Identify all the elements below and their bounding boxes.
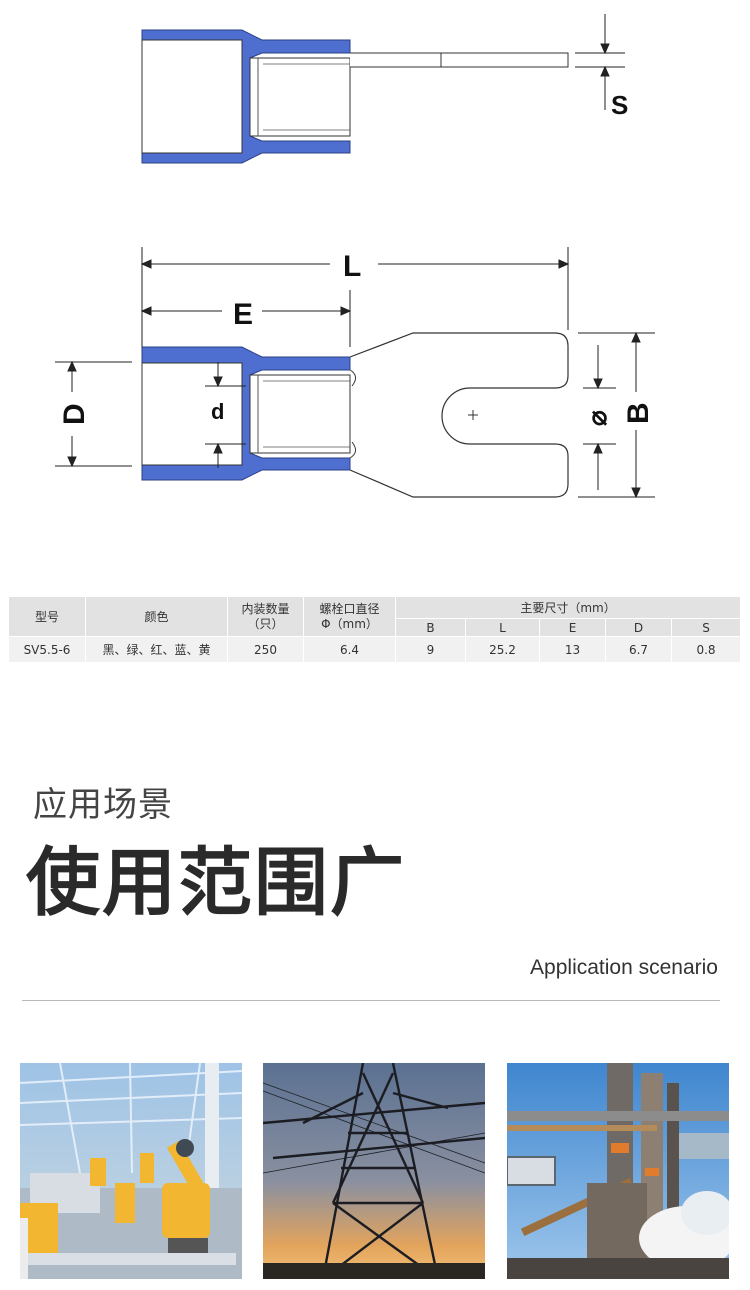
terminal-technical-drawing: S L (55, 14, 655, 499)
header-quantity: 内装数量（只） (227, 596, 304, 637)
cell-dim-s: 0.8 (670, 636, 742, 663)
d-outer-dimension-label: D (58, 403, 91, 425)
header-dim-s: S (670, 618, 742, 637)
cell-bolt-diameter: 6.4 (303, 636, 396, 663)
header-dim-e: E (539, 618, 606, 637)
side-view: S (141, 14, 628, 164)
e-dimension (140, 290, 352, 347)
d-outer-dimension (55, 360, 132, 468)
cell-dim-e: 13 (539, 636, 606, 663)
cell-color: 黑、绿、红、蓝、黄 (85, 636, 228, 663)
section-title: 使用范围广 (26, 840, 406, 926)
header-dim-d: D (605, 618, 672, 637)
phi-dimension (583, 345, 616, 490)
cell-model: SV5.5-6 (8, 636, 86, 663)
steel-plant-industrial-photo (507, 1063, 729, 1279)
header-model: 型号 (8, 596, 86, 637)
industrial-robot-factory-photo (20, 1063, 242, 1279)
top-view-cavity (141, 362, 243, 466)
e-dimension-label: E (233, 298, 253, 331)
s-dimension (575, 14, 625, 110)
side-view-tongue (350, 52, 569, 68)
side-view-cavity (141, 39, 243, 154)
fork-tongue-outline (349, 332, 569, 498)
d-inner-dimension (205, 362, 246, 468)
header-dim-l: L (465, 618, 540, 637)
header-dim-b: B (395, 618, 466, 637)
table-row: SV5.5-6 黑、绿、红、蓝、黄 250 6.4 9 25.2 13 6.7 … (8, 636, 742, 663)
section-subtitle: 应用场景 (33, 785, 173, 825)
cell-quantity: 250 (227, 636, 304, 663)
section-divider (22, 1000, 720, 1001)
cell-dim-d: 6.7 (605, 636, 672, 663)
header-main-dimensions: 主要尺寸（mm） (394, 596, 742, 619)
header-color: 颜色 (85, 596, 228, 637)
b-dimension (578, 331, 655, 499)
b-dimension-label: B (622, 402, 655, 424)
section-english-title: Application scenario (530, 956, 718, 979)
d-inner-dimension-label: d (211, 399, 224, 424)
cell-dim-b: 9 (395, 636, 466, 663)
side-view-barrel (249, 57, 351, 137)
top-view-barrel (249, 374, 351, 454)
l-dimension-label: L (343, 250, 361, 283)
phi-dimension-label: ⌀ (582, 410, 612, 426)
s-dimension-label: S (611, 90, 628, 120)
top-view: L E D d (55, 247, 655, 499)
cell-dim-l: 25.2 (465, 636, 540, 663)
l-dimension (140, 247, 570, 347)
power-transmission-tower-photo (263, 1063, 485, 1279)
